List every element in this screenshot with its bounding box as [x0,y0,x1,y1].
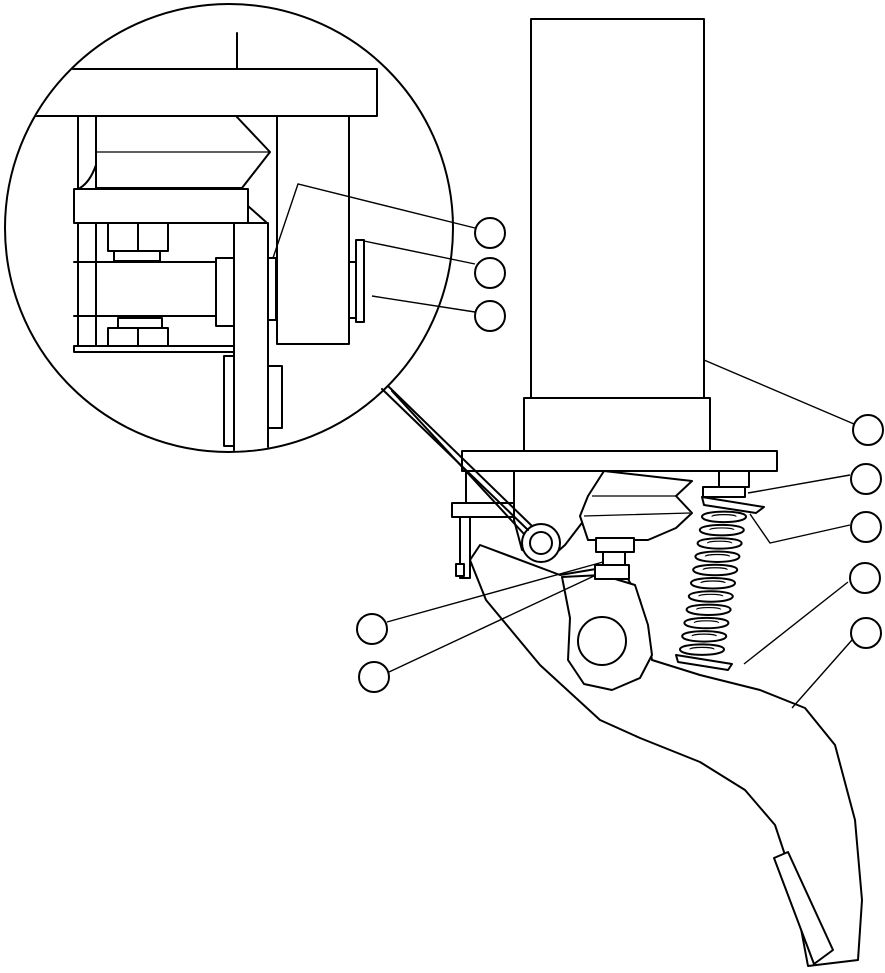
callout-3 [474,300,506,332]
callout-9 [356,613,388,645]
detail-link-line-2 [387,385,533,527]
spring-coil [692,563,739,577]
spring-stud-top [718,470,750,488]
spring-coil [696,537,743,550]
leader-2 [363,240,476,265]
leader-3 [371,295,476,313]
spring-coil-inner [702,567,728,571]
spring-coil [689,577,737,590]
callout-10 [358,661,390,693]
detail-pedal-plate [233,222,269,451]
spring-coil [685,603,732,617]
spring-coil-inner [689,646,715,650]
detail-plate-bevel [247,205,267,223]
mounting-plate [461,450,778,472]
callout-4 [852,414,884,446]
leader-4 [703,359,855,425]
detail-washer-2 [117,317,163,329]
callout-8 [850,617,882,649]
callout-6 [850,511,882,543]
spring-coil [683,616,730,630]
leader-lines [272,183,855,709]
spring-washer-bottom [675,654,733,671]
spring-washer-top [701,496,765,514]
spring-coil [700,510,748,524]
boot-folds [583,495,691,517]
detail-nut-1 [107,222,139,252]
callout-7 [849,562,881,594]
detail-nut-3 [107,327,139,347]
detail-lower-bar [73,345,235,353]
adjust-nut [594,564,630,580]
spring-coil [681,630,728,643]
detail-circle [4,3,454,453]
detail-rod-end [215,257,235,327]
detail-view [4,3,533,535]
upper-column [530,18,705,400]
spring-coil-inner [691,633,717,637]
spring-retainer [702,486,746,498]
detail-washer-outer [355,239,365,323]
spring-coil [687,590,734,603]
spring-coil-inner [698,593,724,597]
spring-coil [698,523,745,537]
callout-2 [474,257,506,289]
leader-7 [743,581,849,665]
detail-pad-edge [223,355,235,447]
left-stem [459,516,471,579]
detail-washer-1 [113,250,161,262]
spring-coil [694,550,741,563]
return-spring [678,510,748,656]
detail-nut-2 [137,222,169,252]
detail-curve [79,164,97,189]
detail-top-plate [6,68,378,117]
spring-coil-inner [709,527,735,531]
spring-coil-inner [706,540,733,544]
spring-coil-inner [711,514,737,518]
callouts [356,217,884,693]
spring-coil-inner [695,606,722,611]
pivot-pin-hole [577,616,627,666]
detail-link-line-3 [391,390,525,535]
push-rod [602,551,626,567]
push-rod-cap [595,537,635,553]
detail-shim [267,257,277,321]
spring-coil-inner [700,580,726,584]
base-block [523,397,711,452]
leader-1 [272,183,476,259]
main-assembly [451,18,863,967]
detail-mid-plate [73,188,249,224]
leader-8 [791,639,853,709]
callout-1 [474,217,506,249]
detail-nut-4 [137,327,169,347]
leader-6 [749,513,851,544]
detail-bracket-column [276,115,350,345]
detail-pad-stop [267,365,283,429]
leader-9 [386,561,604,623]
pedal-pad [773,851,834,965]
rubber-boot [579,470,693,541]
spring-coil-inner [693,620,720,624]
left-nub [455,563,465,577]
callout-5 [850,463,882,495]
spring-coil [678,643,726,656]
leader-5 [747,474,851,494]
clevis-pin-inner [529,531,553,555]
leader-10 [388,575,595,673]
spring-coil-inner [704,553,731,558]
